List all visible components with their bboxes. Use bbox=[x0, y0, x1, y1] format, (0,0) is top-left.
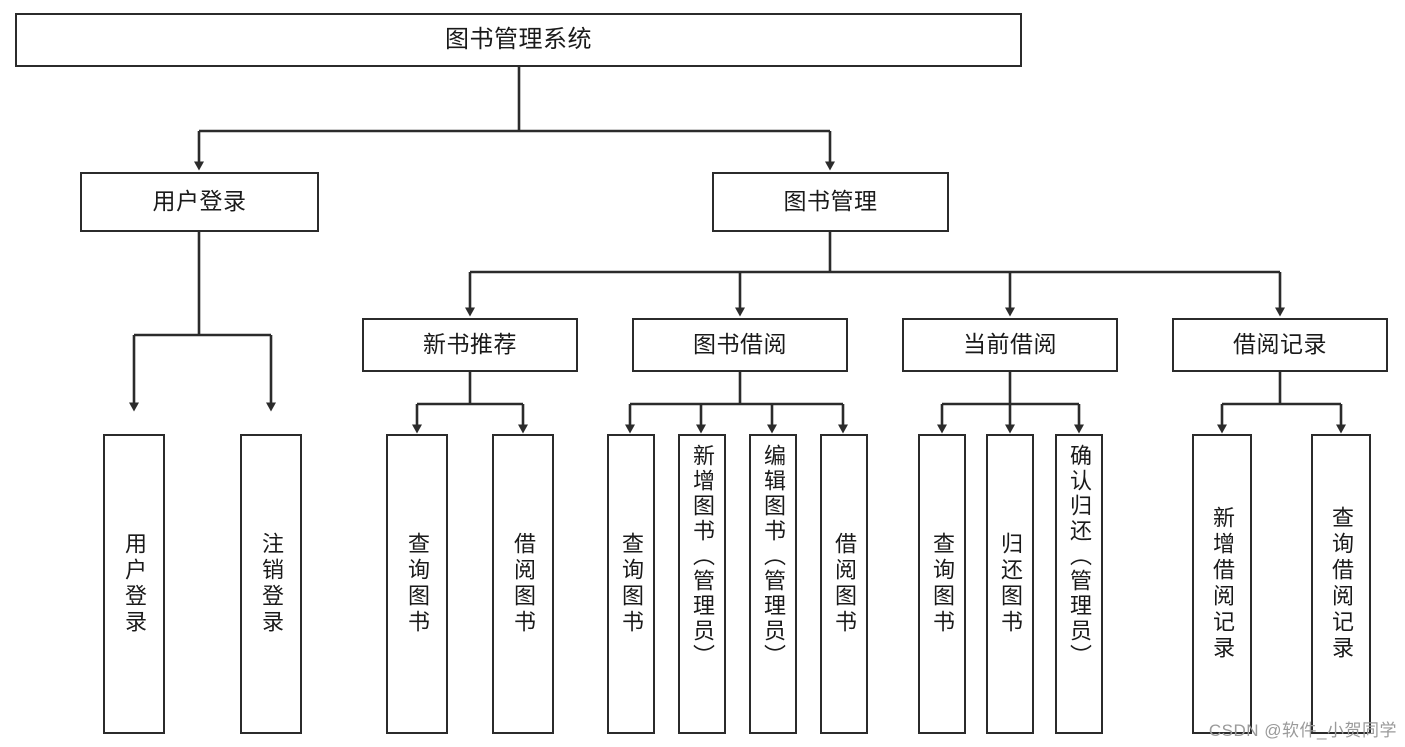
node-label: 归还图书 bbox=[998, 532, 1023, 636]
leaf-new-book-query-book[interactable]: 查询图书 bbox=[386, 434, 448, 734]
node-borrow-record[interactable]: 借阅记录 bbox=[1172, 318, 1388, 372]
node-label: 新增图书（管理员） bbox=[690, 444, 715, 669]
node-label: 图书管理 bbox=[783, 188, 878, 215]
leaf-user-login-login[interactable]: 用户登录 bbox=[103, 434, 165, 734]
leaf-new-book-borrow-book[interactable]: 借阅图书 bbox=[492, 434, 554, 734]
leaf-current-borrow-confirm-return-admin[interactable]: 确认归还（管理员） bbox=[1055, 434, 1103, 734]
node-label: 查询图书 bbox=[619, 532, 644, 636]
leaf-current-borrow-query-book[interactable]: 查询图书 bbox=[918, 434, 966, 734]
watermark: CSDN @软件_小贺同学 bbox=[1208, 721, 1397, 740]
node-book-borrow[interactable]: 图书借阅 bbox=[632, 318, 848, 372]
leaf-book-borrow-borrow-book[interactable]: 借阅图书 bbox=[820, 434, 868, 734]
node-new-book-recommend[interactable]: 新书推荐 bbox=[362, 318, 578, 372]
leaf-book-borrow-query-book[interactable]: 查询图书 bbox=[607, 434, 655, 734]
leaf-current-borrow-return-book[interactable]: 归还图书 bbox=[986, 434, 1034, 734]
node-label: 编辑图书（管理员） bbox=[761, 444, 786, 669]
leaf-book-borrow-edit-book-admin[interactable]: 编辑图书（管理员） bbox=[749, 434, 797, 734]
leaf-book-borrow-add-book-admin[interactable]: 新增图书（管理员） bbox=[678, 434, 726, 734]
node-label: 注销登录 bbox=[259, 532, 284, 636]
node-label: 新书推荐 bbox=[423, 331, 517, 358]
node-label: 确认归还（管理员） bbox=[1067, 444, 1092, 669]
node-label: 新增借阅记录 bbox=[1210, 506, 1235, 662]
leaf-borrow-record-query-record[interactable]: 查询借阅记录 bbox=[1311, 434, 1371, 734]
node-label: 借阅记录 bbox=[1233, 331, 1327, 358]
node-current-borrow[interactable]: 当前借阅 bbox=[902, 318, 1118, 372]
node-book-management-system[interactable]: 图书管理系统 bbox=[15, 13, 1022, 67]
node-label: 用户登录 bbox=[152, 188, 247, 215]
node-user-login[interactable]: 用户登录 bbox=[80, 172, 319, 232]
leaf-user-login-logout[interactable]: 注销登录 bbox=[240, 434, 302, 734]
node-label: 图书管理系统 bbox=[445, 25, 592, 53]
node-label: 查询图书 bbox=[405, 532, 430, 636]
node-book-management[interactable]: 图书管理 bbox=[712, 172, 949, 232]
node-label: 借阅图书 bbox=[832, 532, 857, 636]
node-label: 借阅图书 bbox=[511, 532, 536, 636]
node-label: 用户登录 bbox=[122, 532, 147, 636]
node-label: 当前借阅 bbox=[963, 331, 1057, 358]
node-label: 查询图书 bbox=[930, 532, 955, 636]
node-label: 查询借阅记录 bbox=[1329, 506, 1354, 662]
node-label: 图书借阅 bbox=[693, 331, 787, 358]
leaf-borrow-record-add-record[interactable]: 新增借阅记录 bbox=[1192, 434, 1252, 734]
